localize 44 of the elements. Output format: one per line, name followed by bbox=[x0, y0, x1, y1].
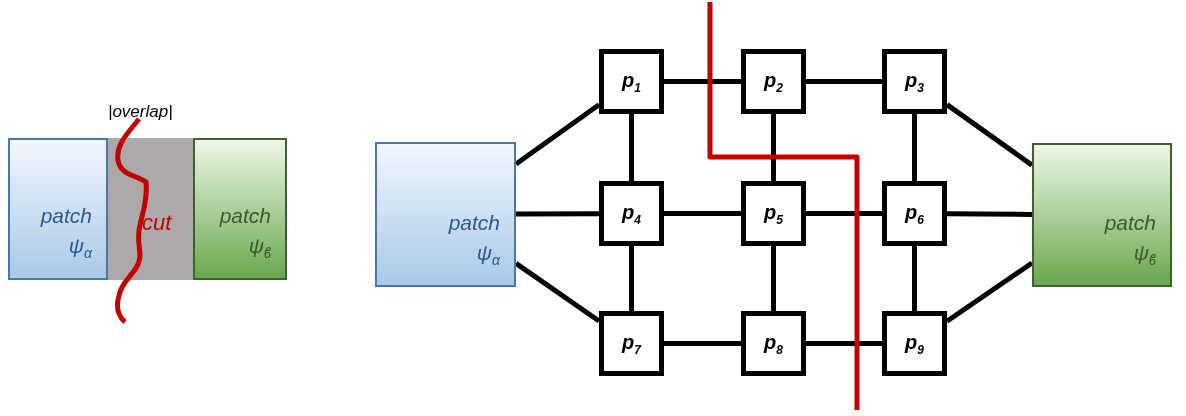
pixel-node bbox=[741, 311, 806, 376]
node-label: p$_{4}$ bbox=[622, 200, 641, 227]
connector-line bbox=[806, 341, 882, 346]
connector-line bbox=[806, 79, 882, 84]
connector-line bbox=[664, 341, 741, 346]
node-label: p$_{5}$ bbox=[764, 200, 783, 227]
patch-label: patch ψ$_{α}$ bbox=[447, 209, 500, 270]
connector-line bbox=[945, 102, 1034, 168]
cut-label: cut bbox=[142, 210, 172, 236]
patch-box bbox=[8, 138, 108, 280]
node-label: p$_{2}$ bbox=[764, 68, 783, 95]
connector-line bbox=[664, 79, 741, 84]
patch-box bbox=[1032, 143, 1172, 287]
pixel-node bbox=[599, 49, 664, 114]
pixel-node bbox=[741, 181, 806, 246]
connector-line bbox=[771, 114, 776, 181]
pixel-node bbox=[882, 181, 947, 246]
connector-line bbox=[945, 260, 1034, 324]
connector-line bbox=[516, 211, 599, 217]
connector-line bbox=[912, 246, 917, 311]
pixel-node bbox=[741, 49, 806, 114]
node-label: p$_{3}$ bbox=[905, 68, 924, 95]
connector-line bbox=[771, 246, 776, 311]
node-label: p$_{9}$ bbox=[905, 330, 924, 357]
connector-line bbox=[629, 246, 634, 311]
patch-label: patch ψ$_{ϐ}$ bbox=[1103, 209, 1156, 270]
node-label: p$_{7}$ bbox=[622, 330, 641, 357]
region-heading: |overlap| bbox=[108, 102, 173, 122]
pixel-node bbox=[882, 311, 947, 376]
connector-line bbox=[806, 211, 882, 216]
patch-box bbox=[375, 142, 516, 287]
node-label: p$_{8}$ bbox=[764, 330, 783, 357]
node-label: p$_{1}$ bbox=[622, 68, 641, 95]
patch-label: patch ψ$_{ϐ}$ bbox=[218, 202, 271, 263]
pixel-node bbox=[599, 311, 664, 376]
pixel-node bbox=[882, 49, 947, 114]
patch-box bbox=[193, 138, 287, 280]
node-label: p$_{6}$ bbox=[905, 200, 924, 227]
pixel-node bbox=[599, 181, 664, 246]
connector-line bbox=[947, 211, 1032, 217]
connector-line bbox=[629, 114, 634, 181]
patch-label: patch ψ$_{α}$ bbox=[39, 202, 92, 263]
connector-line bbox=[912, 114, 917, 181]
connector-line bbox=[664, 211, 741, 216]
